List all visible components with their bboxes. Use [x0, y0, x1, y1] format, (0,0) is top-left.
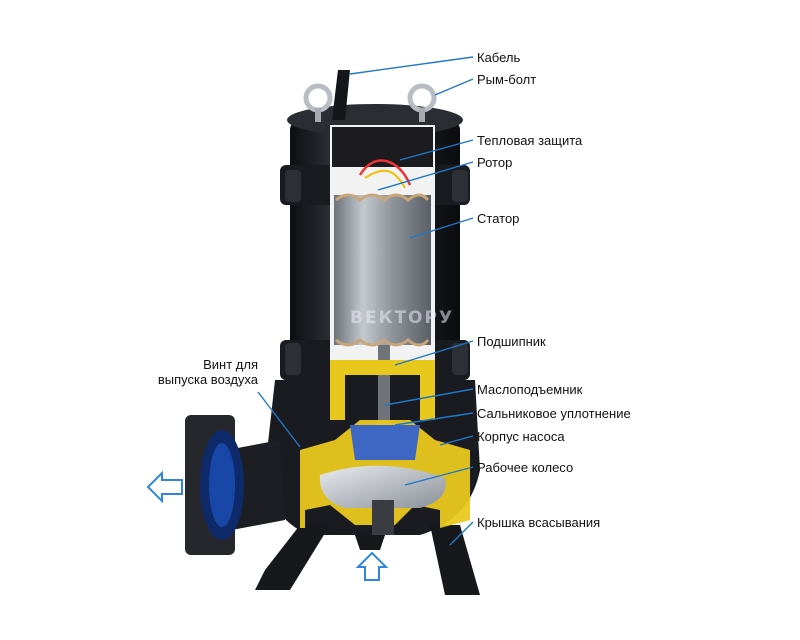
- label-suction-cover: Крышка всасывания: [477, 515, 601, 530]
- label-air-screw-line1: Винт для: [203, 357, 258, 372]
- label-bearing: Подшипник: [477, 334, 546, 349]
- label-stator: Статор: [477, 211, 520, 226]
- cutaway-interior: [300, 125, 470, 535]
- label-air-screw: Винт для выпуска воздуха: [140, 357, 258, 387]
- label-cable: Кабель: [477, 50, 521, 65]
- label-oil-lifter: Маслоподъемник: [477, 382, 583, 397]
- label-rotor: Ротор: [477, 155, 513, 170]
- watermark: ВЕКТОРУ: [350, 308, 455, 328]
- label-eyebolt: Рым-болт: [477, 72, 537, 87]
- outflow-arrow-icon: [146, 470, 183, 504]
- label-impeller: Рабочее колесо: [477, 460, 574, 475]
- pointer-lines: [257, 56, 474, 546]
- label-thermal: Тепловая защита: [477, 133, 583, 148]
- label-seal: Сальниковое уплотнение: [477, 406, 631, 421]
- inflow-arrow-icon: [355, 551, 389, 581]
- label-air-screw-line2: выпуска воздуха: [157, 372, 258, 387]
- label-pump-body: Корпус насоса: [477, 429, 565, 444]
